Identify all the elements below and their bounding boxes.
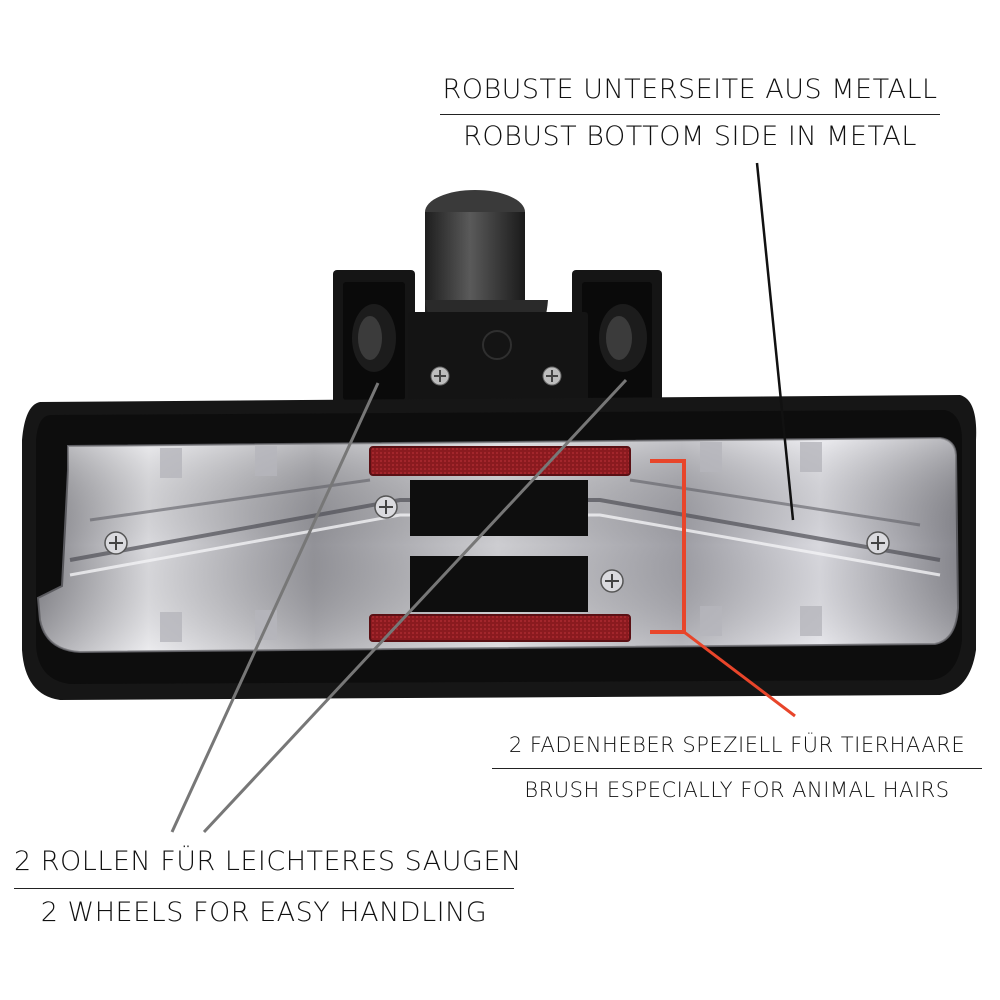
screw-left — [104, 531, 128, 555]
caption-brush: 2 FADENHEBER SPEZIELL FÜR TIERHAARE BRUS… — [492, 728, 982, 807]
caption-wheels: 2 ROLLEN FÜR LEICHTERES SAUGEN 2 WHEELS … — [14, 842, 522, 933]
brush-strip-upper — [369, 446, 631, 476]
caption-wheels-de: 2 ROLLEN FÜR LEICHTERES SAUGEN — [14, 846, 522, 877]
leader-line-wheel-right — [202, 378, 628, 834]
caption-brush-de: 2 FADENHEBER SPEZIELL FÜR TIERHAARE — [508, 733, 966, 757]
brush-bracket — [650, 459, 796, 718]
caption-metal-bottom-en: ROBUST BOTTOM SIDE IN METAL — [463, 121, 917, 152]
suction-opening-upper — [410, 480, 588, 536]
caption-metal-bottom: ROBUSTE UNTERSEITE AUS METALL ROBUST BOT… — [440, 72, 940, 155]
screw-center-upper — [374, 495, 398, 519]
leader-line-metal — [755, 162, 795, 521]
leader-line-wheel-left — [170, 382, 380, 833]
caption-divider — [492, 768, 982, 769]
suction-opening-lower — [410, 556, 588, 612]
metal-sole-plate — [36, 436, 960, 654]
wheel-right — [599, 304, 647, 372]
caption-divider — [14, 888, 514, 889]
center-mount-plate — [408, 312, 588, 404]
caption-divider — [440, 114, 940, 115]
caption-brush-en: BRUSH ESPECIALLY FOR ANIMAL HAIRS — [524, 778, 950, 802]
wheel-left — [352, 304, 396, 372]
screw-center-lower — [600, 569, 624, 593]
caption-wheels-en: 2 WHEELS FOR EASY HANDLING — [40, 897, 488, 928]
caption-metal-bottom-de: ROBUSTE UNTERSEITE AUS METALL — [442, 74, 938, 105]
brush-strip-lower — [369, 614, 631, 642]
screw-right — [866, 531, 890, 555]
